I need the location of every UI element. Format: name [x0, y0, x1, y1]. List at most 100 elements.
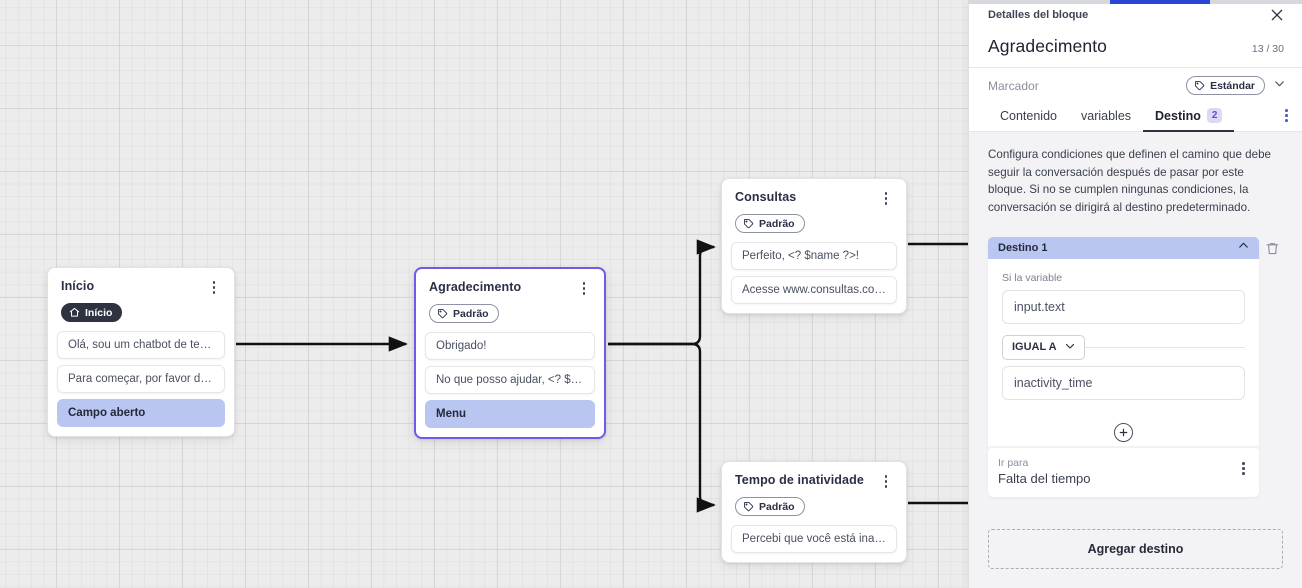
flow-node-inicio[interactable]: Início Início Olá, sou um chatbot: [47, 267, 235, 437]
node-messages: Obrigado! No que posso ajudar, <? $name …: [416, 332, 604, 428]
more-vertical-icon[interactable]: [1285, 109, 1288, 131]
chevron-down-icon: [1064, 340, 1076, 355]
flow-node-agradecimento[interactable]: Agradecimento Padrão: [414, 267, 606, 439]
node-tag-badge[interactable]: Padrão: [735, 214, 805, 233]
variable-input[interactable]: input.text: [1002, 290, 1245, 324]
flow-canvas[interactable]: Início Início Olá, sou um chatbot: [0, 0, 968, 588]
marker-label: Marcador: [988, 78, 1039, 93]
operator-select[interactable]: IGUAL A: [1002, 334, 1085, 360]
node-message[interactable]: Para começar, por favor digite o ...: [57, 365, 225, 393]
node-tag-label: Padrão: [453, 307, 489, 320]
node-message-highlighted[interactable]: Campo aberto: [57, 399, 225, 427]
panel-title-row: Agradecimento 13 / 30: [969, 30, 1302, 68]
node-badge-row: Padrão: [735, 214, 894, 234]
marker-value-label: Estándar: [1210, 79, 1255, 92]
chevron-down-icon[interactable]: [1273, 77, 1286, 95]
node-message[interactable]: Perfeito, <? $name ?>!: [731, 242, 897, 270]
node-menu-button[interactable]: [206, 279, 222, 294]
node-title: Tempo de inatividade: [735, 473, 864, 487]
flow-node-tempo-de-inatividade[interactable]: Tempo de inatividade Padrão: [721, 461, 907, 563]
compare-value-input[interactable]: inactivity_time: [1002, 366, 1245, 400]
node-badge-row: Padrão: [429, 304, 592, 324]
node-tag-badge[interactable]: Padrão: [735, 497, 805, 516]
top-progress-fill: [1110, 0, 1210, 4]
node-messages: Olá, sou um chatbot de teste! Para começ…: [48, 331, 234, 427]
node-tag-label: Padrão: [759, 217, 795, 230]
tag-icon: [743, 218, 754, 229]
node-header: Agradecimento Padrão: [416, 269, 604, 332]
node-header: Consultas Padrão: [722, 179, 906, 242]
tab-variables[interactable]: variables: [1069, 109, 1143, 132]
destination-description: Configura condiciones que definen el cam…: [988, 148, 1271, 214]
panel-tabs: Contenido variables Destino 2: [969, 103, 1302, 132]
operator-label: IGUAL A: [1012, 341, 1057, 353]
tab-contenido[interactable]: Contenido: [988, 109, 1069, 132]
tab-label: Contenido: [1000, 109, 1057, 123]
node-badge-row: Padrão: [735, 497, 894, 517]
destination-title: Destino 1: [998, 242, 1048, 254]
goto-text: Ir para Falta del tiempo: [998, 457, 1091, 486]
node-header: Tempo de inatividade Padrão: [722, 462, 906, 525]
node-title-row: Consultas: [735, 190, 894, 205]
tab-label: variables: [1081, 109, 1132, 123]
tab-destino[interactable]: Destino 2: [1143, 108, 1235, 132]
node-badge-row: Início: [61, 303, 222, 323]
node-title: Agradecimento: [429, 280, 522, 294]
node-menu-button[interactable]: [878, 190, 894, 205]
trash-icon[interactable]: [1259, 237, 1285, 256]
more-vertical-icon[interactable]: [1234, 457, 1253, 480]
panel-header-label: Detalles del bloque: [988, 9, 1089, 21]
node-menu-button[interactable]: [878, 473, 894, 488]
goto-label: Ir para: [998, 457, 1029, 469]
chevron-up-icon[interactable]: [1237, 239, 1250, 257]
close-icon[interactable]: [1269, 7, 1285, 23]
node-tag-badge[interactable]: Início: [61, 303, 123, 322]
panel-body: Configura condiciones que definen el cam…: [969, 132, 1302, 529]
marker-control[interactable]: Estándar: [1186, 76, 1286, 95]
node-message[interactable]: Percebi que você está inativo. C...: [731, 525, 897, 553]
marker-value-badge[interactable]: Estándar: [1186, 76, 1265, 95]
node-message[interactable]: Olá, sou um chatbot de teste!: [57, 331, 225, 359]
panel-footer: Agregar destino: [969, 529, 1302, 588]
node-messages: Percebi que você está inativo. C...: [722, 525, 906, 553]
node-message[interactable]: Acesse www.consultas.com par...: [731, 276, 897, 304]
add-condition-row: [988, 411, 1259, 446]
marker-row: Marcador Estándar: [969, 68, 1302, 103]
destination-header[interactable]: Destino 1: [988, 237, 1259, 259]
destination-block: Destino 1 Si la variable input.text: [988, 237, 1285, 497]
add-destination-button[interactable]: Agregar destino: [988, 529, 1283, 569]
node-tag-badge[interactable]: Padrão: [429, 304, 499, 323]
node-message[interactable]: Obrigado!: [425, 332, 595, 360]
node-messages: Perfeito, <? $name ?>! Acesse www.consul…: [722, 242, 906, 304]
node-title-row: Tempo de inatividade: [735, 473, 894, 488]
tab-label: Destino: [1155, 108, 1201, 123]
goto-card[interactable]: Ir para Falta del tiempo: [988, 448, 1259, 497]
node-tag-label: Início: [85, 306, 113, 319]
tag-icon: [1194, 80, 1205, 91]
node-title-row: Início: [61, 279, 222, 294]
node-title-row: Agradecimento: [429, 280, 592, 295]
home-icon: [69, 307, 80, 318]
node-tag-label: Padrão: [759, 500, 795, 513]
panel-topline: Detalles del bloque: [969, 0, 1302, 30]
node-message-highlighted[interactable]: Menu: [425, 400, 595, 428]
page-title: Agradecimento: [988, 36, 1108, 56]
node-title: Início: [61, 279, 95, 293]
destination-body: Si la variable input.text IGUAL A: [988, 259, 1259, 411]
node-message[interactable]: No que posso ajudar, <? $name ...: [425, 366, 595, 394]
block-details-panel: Detalles del bloque Agradecimento 13 / 3…: [968, 0, 1302, 588]
character-counter: 13 / 30: [1251, 43, 1284, 55]
flow-node-consultas[interactable]: Consultas Padrão: [721, 178, 907, 314]
goto-value: Falta del tiempo: [998, 471, 1091, 486]
node-header: Início Início: [48, 268, 234, 331]
top-progress-bar: [968, 0, 1302, 4]
tag-icon: [437, 308, 448, 319]
variable-label: Si la variable: [1002, 272, 1063, 284]
tab-count-badge: 2: [1206, 108, 1223, 123]
panel-header: Detalles del bloque Agradecimento 13 / 3…: [969, 0, 1302, 132]
node-title: Consultas: [735, 190, 797, 204]
tag-icon: [743, 501, 754, 512]
plus-circle-icon[interactable]: [1114, 423, 1133, 442]
node-menu-button[interactable]: [576, 280, 592, 295]
